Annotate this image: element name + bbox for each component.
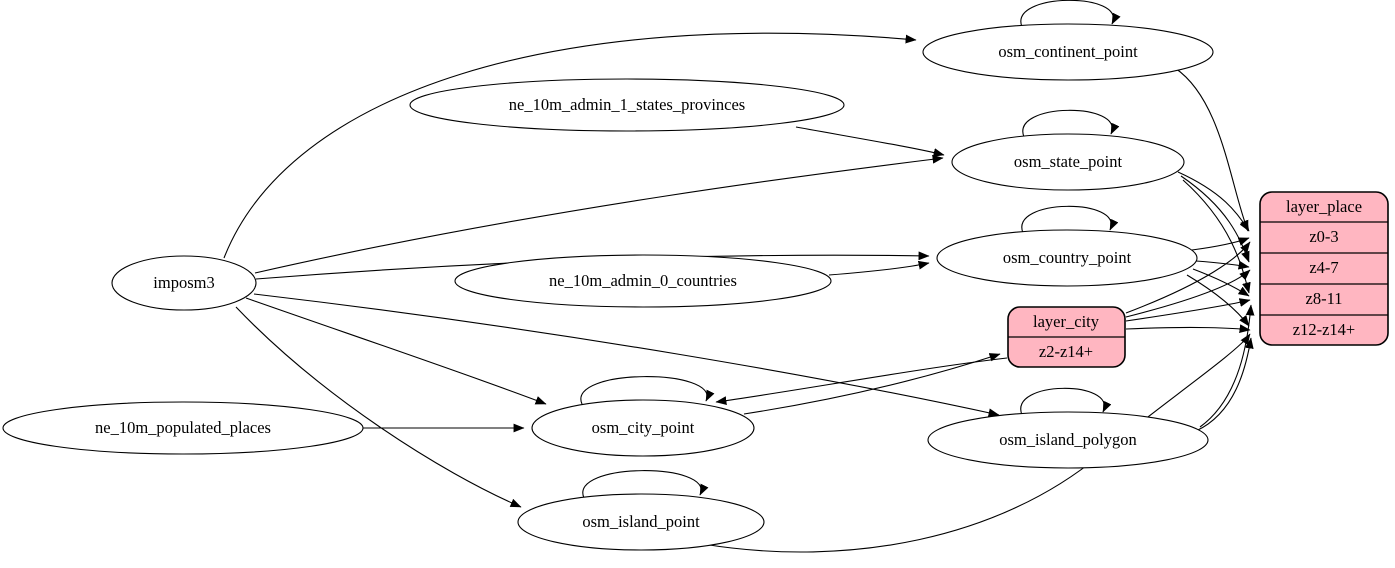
edge-self-osm_city_point [580, 376, 715, 405]
edge-layer_city-osm_city_point [715, 357, 1008, 405]
osm_state_point-label: osm_state_point [1014, 152, 1123, 171]
edge-osm_continent_point-layer_place-z0-3 [1174, 67, 1249, 232]
osm_continent_point-label: osm_continent_point [998, 42, 1138, 61]
edge-osm_island_polygon-layer_place-z8-11 [1199, 304, 1255, 428]
layer_place-row-z8-11: z8-11 [1306, 289, 1343, 308]
node-osm_country_point: osm_country_point [936, 229, 1198, 287]
edge-osm_state_point-layer_place-z8-11 [1182, 179, 1251, 294]
imposm3-ellipse [111, 255, 257, 311]
edge-imposm3-osm_continent_point [223, 32, 917, 259]
node-osm_island_polygon: osm_island_polygon [927, 411, 1209, 469]
osm_country_point-label: osm_country_point [1003, 248, 1132, 267]
node-layer_city: layer_city z2-z14+ [1007, 306, 1126, 368]
edge-layer_city-layer_place-z0-3 [1125, 241, 1251, 314]
layer_place-title: layer_place [1286, 197, 1362, 216]
osm_island_point-ellipse [517, 493, 765, 551]
node-ne_10m_admin_1_states_provinces: ne_10m_admin_1_states_provinces [409, 78, 845, 132]
imposm3-label: imposm3 [153, 273, 214, 292]
osm_island_polygon-ellipse [927, 411, 1209, 469]
edge-imposm3-osm_city_point [245, 297, 547, 405]
ne_10m_admin_0_countries-ellipse [454, 254, 832, 308]
edge-osm_country_point-layer_place-z4-7 [1195, 260, 1250, 270]
edge-osm_state_point-layer_place-z0-3 [1177, 171, 1250, 232]
layer_city-row-z2-z14: z2-z14+ [1039, 342, 1093, 361]
edge-imposm3-osm_island_point [235, 306, 522, 508]
osm_city_point-ellipse [531, 399, 755, 457]
node-osm_island_point: osm_island_point [517, 493, 765, 551]
layer_place-row-z4-7: z4-7 [1309, 258, 1338, 277]
edge-self-osm_country_point [1021, 205, 1119, 234]
edge-layer_city-layer_place-z4-7 [1125, 269, 1251, 318]
edge-imposm3-osm_state_point [254, 154, 944, 274]
node-imposm3: imposm3 [111, 255, 257, 311]
edge-layer [223, 0, 1255, 553]
osm_country_point-ellipse [936, 229, 1198, 287]
node-osm_state_point: osm_state_point [951, 133, 1185, 191]
ne_10m_populated_places-ellipse [2, 401, 364, 455]
edge-layer_city-layer_place-z8-11 [1125, 298, 1251, 322]
edge-osm_island_point-layer_place-z12-z14 [702, 333, 1251, 553]
layer_place-row-z12-z14: z12-z14+ [1293, 320, 1355, 339]
edge-imposm3-osm_island_polygon [253, 293, 1000, 418]
edge-self-osm_island_polygon [1020, 387, 1112, 416]
node-ne_10m_populated_places: ne_10m_populated_places [2, 401, 364, 455]
osm_island_polygon-label: osm_island_polygon [999, 430, 1137, 449]
osm_city_point-label: osm_city_point [592, 418, 695, 437]
edge-layer_city-layer_place-z12-z14 [1125, 324, 1251, 333]
edge-osm_country_point-layer_place-z12-z14 [1186, 274, 1250, 327]
edge-ne_10m_admin_0_countries-osm_country_point [828, 260, 930, 276]
edge-self-osm_continent_point [1020, 0, 1121, 28]
edge-osm_country_point-layer_place-z8-11 [1192, 268, 1250, 297]
ne_10m_populated_places-label: ne_10m_populated_places [95, 418, 271, 437]
edge-self-osm_island_point [582, 470, 709, 499]
layer_city-title: layer_city [1033, 312, 1100, 331]
node-osm_continent_point: osm_continent_point [922, 23, 1214, 81]
edge-osm_country_point-layer_place-z0-3 [1191, 237, 1250, 251]
osm_island_point-label: osm_island_point [582, 512, 700, 531]
edge-osm_state_point-layer_place-z4-7 [1180, 175, 1250, 263]
edge-self-osm_state_point [1022, 109, 1120, 138]
layer_place-row-z0-3: z0-3 [1309, 227, 1338, 246]
ne_10m_admin_0_countries-label: ne_10m_admin_0_countries [549, 271, 737, 290]
edge-osm_island_polygon-layer_place-z12-z14 [1195, 337, 1254, 432]
edge-ne_10m_admin_1_states_provinces-osm_state_point [795, 126, 945, 157]
layer_place-box [1259, 191, 1389, 346]
node-layer_place: layer_place z0-3 z4-7 z8-11 z12-z14+ [1259, 191, 1389, 346]
osm_state_point-ellipse [951, 133, 1185, 191]
osm_continent_point-ellipse [922, 23, 1214, 81]
ne_10m_admin_1_states_provinces-ellipse [409, 78, 845, 132]
ne_10m_admin_1_states_provinces-label: ne_10m_admin_1_states_provinces [509, 95, 745, 114]
edge-osm_city_point-layer_city-z2-z14 [743, 353, 1001, 415]
node-osm_city_point: osm_city_point [531, 399, 755, 457]
node-ne_10m_admin_0_countries: ne_10m_admin_0_countries [454, 254, 832, 308]
